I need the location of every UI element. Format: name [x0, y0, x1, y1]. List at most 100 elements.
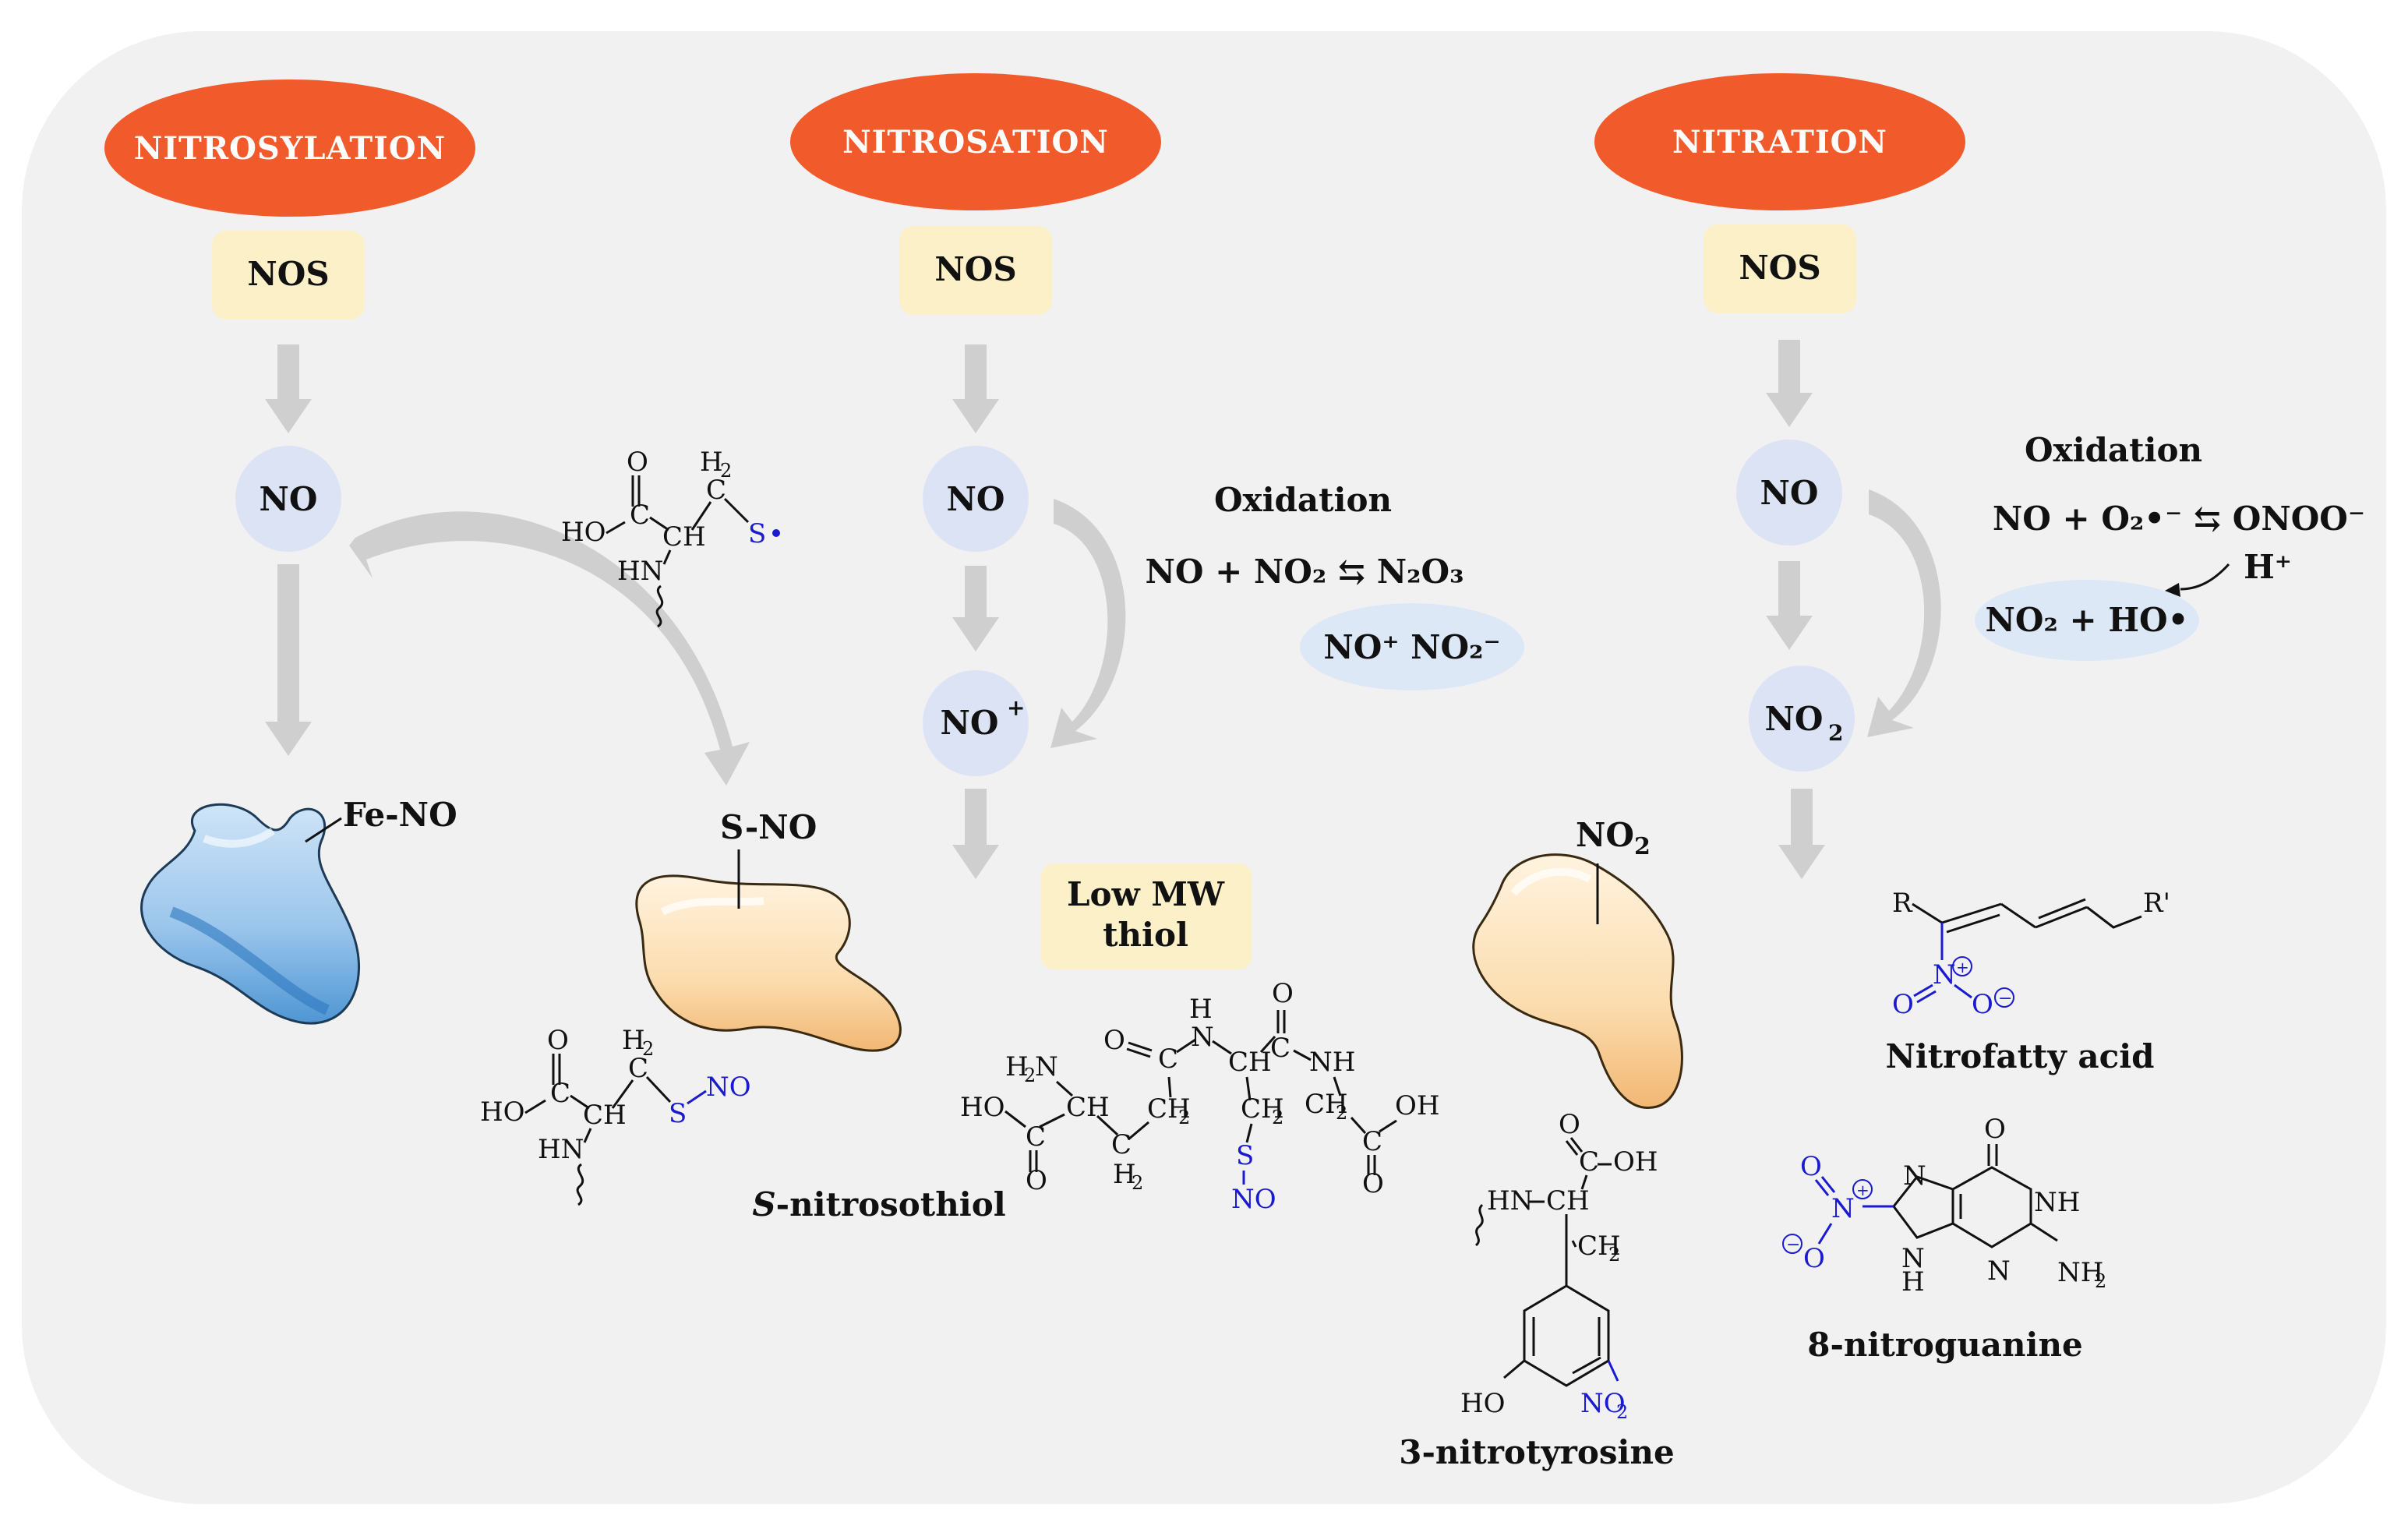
svg-text:C: C [628, 1053, 648, 1084]
nitration-h-plus: H⁺ [2244, 548, 2292, 586]
svg-text:CH: CH [1241, 1093, 1284, 1125]
header-nitration-label: NITRATION [1672, 124, 1887, 161]
svg-text:CH: CH [1147, 1093, 1191, 1125]
nos-box-1: NOS [212, 231, 365, 320]
svg-text:2: 2 [720, 460, 732, 482]
svg-text:O: O [1803, 1243, 1825, 1274]
nos-box-2: NOS [899, 226, 1052, 315]
header-nitrosylation-label: NITROSYLATION [134, 130, 446, 167]
svg-text:2: 2 [1024, 1065, 1036, 1086]
svg-text:HO: HO [561, 517, 606, 548]
svg-text:2: 2 [2095, 1270, 2106, 1292]
svg-text:−: − [1786, 1235, 1800, 1255]
svg-text:O: O [627, 447, 648, 478]
background-panel [22, 31, 2386, 1504]
svg-text:HN: HN [1487, 1185, 1533, 1217]
svg-text:−: − [1998, 989, 2012, 1008]
svg-text:N: N [1035, 1051, 1058, 1082]
nitrofatty-acid-label: Nitrofatty acid [1885, 1037, 2154, 1075]
svg-text:O: O [1800, 1151, 1822, 1182]
protein-blue-illustration [140, 803, 360, 1025]
svg-text:CH: CH [1305, 1089, 1348, 1120]
svg-text:O: O [547, 1025, 569, 1056]
svg-text:+: + [1007, 695, 1025, 721]
svg-text:CH: CH [1066, 1092, 1110, 1123]
fe-no-bond [305, 817, 342, 843]
oxidation-label-2: Oxidation [2025, 431, 2202, 469]
protein-peach-illustration-1 [635, 874, 902, 1052]
header-nitrosation: NITROSATION [790, 73, 1161, 210]
svg-text:C: C [1579, 1146, 1599, 1178]
svg-text:CH: CH [1546, 1185, 1590, 1217]
svg-text:N: N [1901, 1243, 1925, 1274]
svg-text:CH: CH [1228, 1047, 1272, 1078]
svg-text:HO: HO [960, 1092, 1005, 1123]
svg-text:HN: HN [538, 1134, 584, 1165]
svg-text:NOS: NOS [1739, 249, 1820, 287]
h-plus-arrow [2180, 563, 2230, 591]
svg-text:H: H [622, 1025, 645, 1056]
node-no-1: NO [235, 446, 341, 552]
svg-text:NH: NH [2057, 1257, 2103, 1288]
svg-text:C: C [1111, 1129, 1132, 1160]
svg-text:R': R' [2143, 888, 2170, 919]
node-no-2: NO [923, 446, 1029, 552]
svg-text:CH: CH [662, 521, 706, 553]
svg-text:R: R [1892, 888, 1913, 919]
fe-no-label: Fe-NO [343, 796, 457, 834]
nitrotyrosine-label: 3-nitrotyrosine [1399, 1433, 1675, 1471]
svg-text:O: O [1892, 989, 1914, 1020]
nitrotyrosine-structure: O C OH HN CH CH2 HO NO2 [1460, 1109, 1658, 1423]
svg-text:HO: HO [1460, 1388, 1506, 1419]
svg-text:NO⁺ NO₂⁻: NO⁺ NO₂⁻ [1323, 628, 1500, 666]
svg-text:CH: CH [1577, 1231, 1621, 1262]
svg-text:OH: OH [1395, 1090, 1440, 1121]
nitration-product-ellipse: NO₂ + HO• [1975, 580, 2199, 661]
svg-text:N: N [1903, 1160, 1926, 1192]
svg-text:HN: HN [617, 556, 663, 587]
nitrosation-product-ellipse: NO⁺ NO₂⁻ [1300, 603, 1524, 690]
nitrosation-equation: NO + NO₂ ⇆ N₂O₃ [1146, 553, 1464, 591]
svg-text:H: H [700, 447, 723, 478]
flow-arrows [265, 340, 1941, 879]
svg-text:2: 2 [642, 1038, 654, 1060]
svg-text:CH: CH [583, 1100, 627, 1131]
header-nitrosylation: NITROSYLATION [104, 79, 475, 217]
cysteine-sno-structure: O C HO CH C H2 S NO HN [480, 1025, 751, 1206]
no2-protein-label: NO2 [1576, 816, 1651, 860]
svg-text:2: 2 [1178, 1107, 1190, 1128]
header-nitrosation-label: NITROSATION [842, 124, 1109, 161]
nitroguanine-label: 8-nitroguanine [1807, 1326, 2083, 1364]
nitroguanine-structure: O N NH N NH2 N H N + O O − [1782, 1114, 2106, 1298]
header-nitration: NITRATION [1594, 73, 1965, 210]
svg-text:2: 2 [1828, 720, 1843, 746]
oxidation-label-1: Oxidation [1214, 481, 1392, 519]
s-no-label: S-NO [720, 808, 817, 846]
svg-text:NO: NO [941, 704, 999, 742]
s-nitrosothiol-label: S-nitrosothiol [752, 1185, 1005, 1224]
svg-text:+: + [1856, 1181, 1870, 1199]
svg-text:N: N [1831, 1193, 1855, 1224]
svg-text:NO: NO [947, 480, 1005, 518]
svg-text:H: H [1005, 1051, 1029, 1082]
svg-text:2: 2 [1336, 1102, 1347, 1124]
svg-text:S: S [1236, 1140, 1254, 1171]
svg-text:O: O [1103, 1025, 1125, 1056]
nos-box-3: NOS [1704, 224, 1856, 313]
svg-text:C: C [1270, 1033, 1291, 1064]
svg-text:O: O [1272, 978, 1294, 1009]
svg-text:+: + [1956, 958, 1969, 976]
svg-text:OH: OH [1613, 1146, 1658, 1178]
svg-text:NO: NO [706, 1072, 751, 1103]
svg-text:NO₂ + HO•: NO₂ + HO• [1986, 601, 2189, 639]
svg-text:C: C [1158, 1044, 1178, 1075]
low-mw-thiol-box: Low MW thiol [1041, 863, 1252, 969]
svg-text:C: C [630, 500, 650, 531]
svg-text:HO: HO [480, 1096, 525, 1128]
nitrofatty-acid-structure: R R' N + O O − [1892, 888, 2170, 1020]
svg-text:O: O [1984, 1114, 2006, 1145]
svg-text:S: S [748, 518, 766, 549]
svg-text:C: C [550, 1078, 570, 1109]
svg-text:H: H [1901, 1266, 1925, 1298]
